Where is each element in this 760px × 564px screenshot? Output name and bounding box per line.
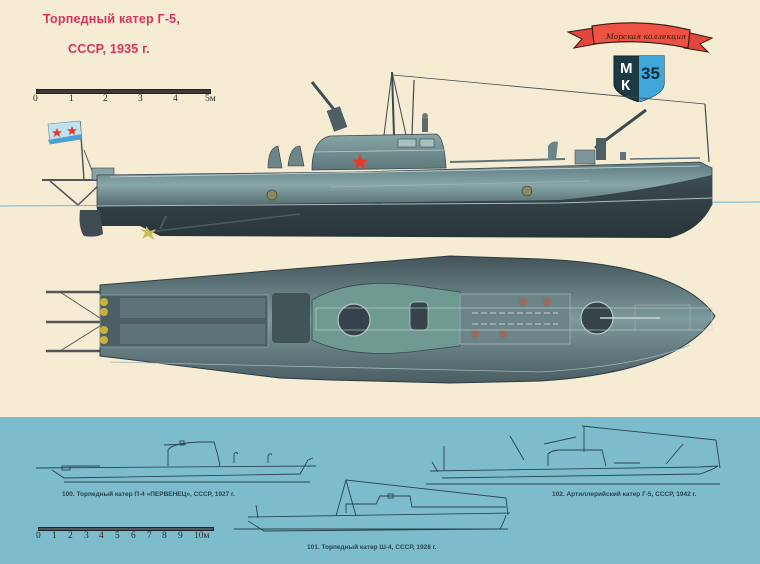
scale-tick: 5м [205, 94, 216, 104]
line-drawing-p4 [35, 440, 317, 483]
scale-tick: 4 [173, 94, 178, 104]
naval-ensign-flag-icon [47, 120, 83, 145]
series-emblem: Морская коллекция М К 35 [566, 22, 716, 103]
page-title-line2: СССР, 1935 г. [68, 42, 150, 56]
scale-tick: 0 [33, 94, 38, 104]
scale-tick: 7 [147, 531, 152, 541]
side-view-g5 [0, 71, 760, 240]
scale-tick: 0 [36, 531, 41, 541]
emblem-letter-k: К [621, 77, 631, 94]
scale-tick: 3 [138, 94, 143, 104]
scale-tick: 8 [162, 531, 167, 541]
page-title-line1: Торпедный катер Г-5, [43, 12, 181, 26]
caption-boat-102: 102. Артиллерийский катер Г-5, СССР, 194… [552, 491, 697, 498]
scale-tick: 6 [131, 531, 136, 541]
scale-tick: 10м [194, 531, 210, 541]
scale-tick: 4 [99, 531, 104, 541]
emblem-number: 35 [641, 64, 660, 83]
scale-tick: 3 [84, 531, 89, 541]
scale-tick: 2 [68, 531, 73, 541]
red-star-icon [351, 154, 369, 170]
blue-background-panel [0, 417, 760, 564]
line-drawing-sh4 [234, 479, 511, 532]
scale-tick: 2 [103, 94, 108, 104]
caption-boat-101: 101. Торпедный катер Ш-4, СССР, 1928 г. [307, 544, 437, 551]
emblem-ribbon-text: Морская коллекция [605, 32, 686, 41]
caption-boat-100: 100. Торпедный катер П-4 «ПЕРВЕНЕЦ», ССС… [62, 491, 235, 498]
scale-tick: 1 [69, 94, 74, 104]
emblem-letter-m: М [620, 60, 633, 77]
scale-tick: 9 [178, 531, 183, 541]
propeller-icon [140, 226, 156, 240]
ribbon-shield-icon: Морская коллекция М К 35 [566, 22, 714, 103]
scale-tick: 1 [52, 531, 57, 541]
scale-tick: 5 [115, 531, 120, 541]
top-view-g5 [46, 255, 716, 384]
line-drawing-g5-artillery [426, 425, 721, 485]
